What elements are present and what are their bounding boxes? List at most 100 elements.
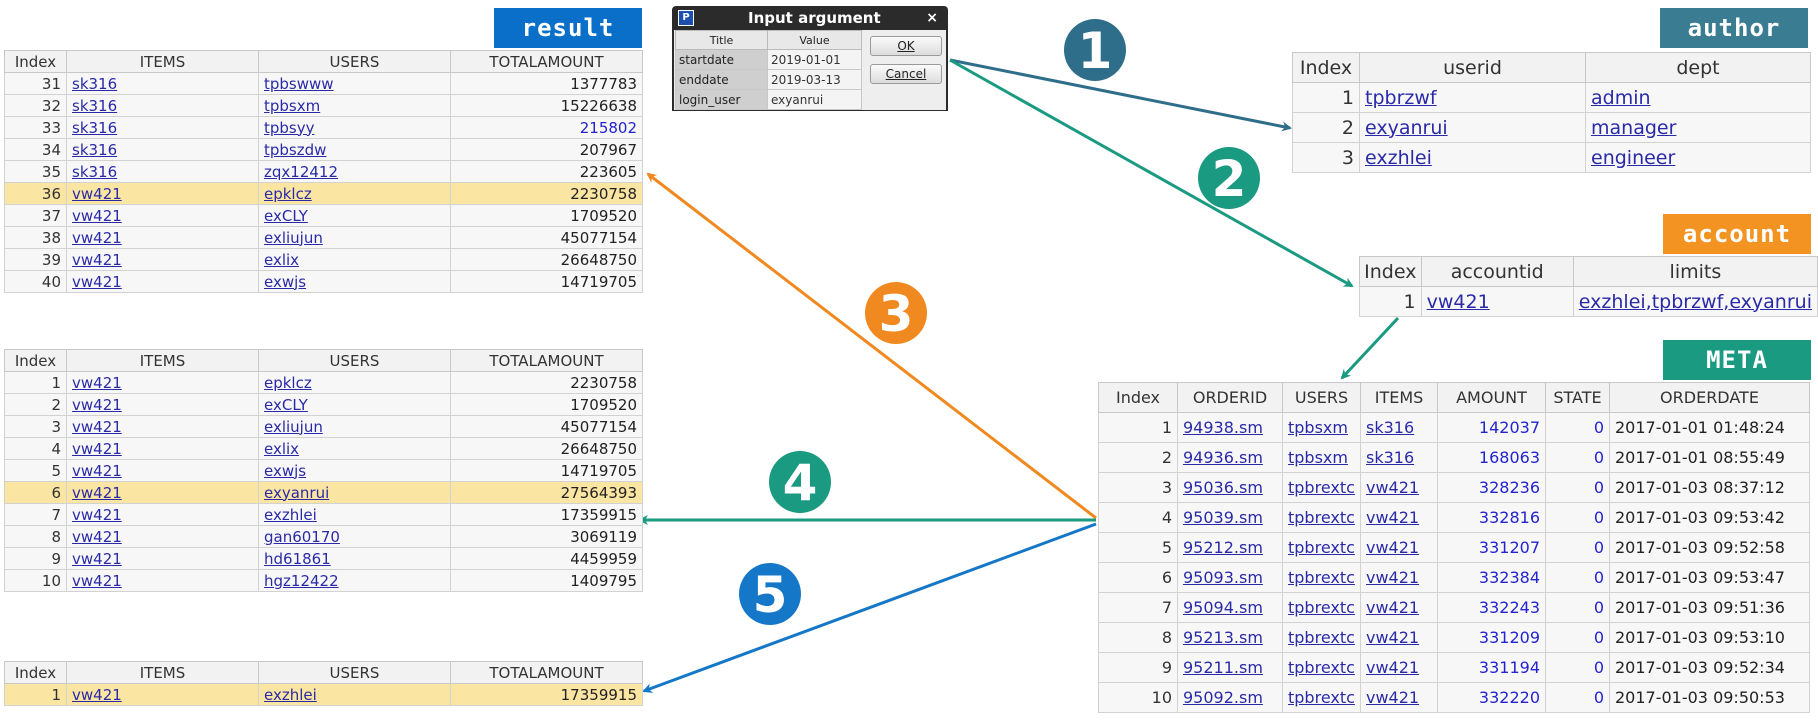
items-cell[interactable]: vw421 <box>66 683 259 706</box>
items-cell-link[interactable]: vw421 <box>72 527 122 546</box>
orderid-cell-link[interactable]: 95036.sm <box>1183 478 1263 497</box>
users-cell-link[interactable]: hd61861 <box>264 549 331 568</box>
users-cell[interactable]: tpbsxm <box>1282 442 1361 473</box>
items-cell-link[interactable]: vw421 <box>72 184 122 203</box>
userid-cell-link[interactable]: exzhlei <box>1365 146 1432 169</box>
items-cell-link[interactable]: sk316 <box>72 162 118 181</box>
users-cell-link[interactable]: tpbsxm <box>1288 418 1348 437</box>
users-cell[interactable]: gan60170 <box>258 525 451 548</box>
users-cell[interactable]: exCLY <box>258 204 451 227</box>
users-cell[interactable]: tpbrextc <box>1282 502 1361 533</box>
orderid-cell[interactable]: 95213.sm <box>1177 622 1283 653</box>
orderid-cell-link[interactable]: 94936.sm <box>1183 448 1263 467</box>
items-cell[interactable]: vw421 <box>66 503 259 526</box>
items-cell-link[interactable]: vw421 <box>72 206 122 225</box>
items-cell[interactable]: vw421 <box>66 270 259 293</box>
items-cell[interactable]: vw421 <box>66 415 259 438</box>
items-cell[interactable]: vw421 <box>1360 652 1438 683</box>
users-cell[interactable]: tpbszdw <box>258 138 451 161</box>
items-cell[interactable]: vw421 <box>66 371 259 394</box>
items-cell-link[interactable]: vw421 <box>72 505 122 524</box>
ok-button[interactable]: OK <box>870 36 942 56</box>
users-cell[interactable]: tpbrextc <box>1282 472 1361 503</box>
items-cell[interactable]: sk316 <box>66 72 259 95</box>
users-cell[interactable]: exwjs <box>258 459 451 482</box>
users-cell[interactable]: hd61861 <box>258 547 451 570</box>
items-cell[interactable]: vw421 <box>66 204 259 227</box>
orderid-cell[interactable]: 95036.sm <box>1177 472 1283 503</box>
items-cell-link[interactable]: vw421 <box>72 461 122 480</box>
accountid-cell[interactable]: vw421 <box>1420 286 1574 317</box>
orderid-cell-link[interactable]: 95213.sm <box>1183 628 1263 647</box>
userid-cell-link[interactable]: exyanrui <box>1365 116 1448 139</box>
users-cell-link[interactable]: exzhlei <box>264 505 317 524</box>
orderid-cell-link[interactable]: 95039.sm <box>1183 508 1263 527</box>
items-cell-link[interactable]: vw421 <box>1366 598 1420 617</box>
items-cell[interactable]: vw421 <box>1360 622 1438 653</box>
items-cell-link[interactable]: vw421 <box>72 549 122 568</box>
items-cell[interactable]: vw421 <box>1360 562 1438 593</box>
argument-row[interactable]: login_user exyanrui <box>675 89 862 110</box>
users-cell[interactable]: tpbrextc <box>1282 622 1361 653</box>
orderid-cell[interactable]: 95211.sm <box>1177 652 1283 683</box>
items-cell-link[interactable]: sk316 <box>1366 418 1415 437</box>
users-cell-link[interactable]: zqx12412 <box>264 162 338 181</box>
orderid-cell-link[interactable]: 95092.sm <box>1183 688 1263 707</box>
users-cell-link[interactable]: exliujun <box>264 417 323 436</box>
users-cell-link[interactable]: tpbsxm <box>1288 448 1348 467</box>
items-cell[interactable]: vw421 <box>66 182 259 205</box>
users-cell-link[interactable]: tpbrextc <box>1288 688 1355 707</box>
userid-cell[interactable]: tpbrzwf <box>1359 82 1586 113</box>
users-cell-link[interactable]: exliujun <box>264 228 323 247</box>
items-cell-link[interactable]: vw421 <box>72 685 122 704</box>
items-cell-link[interactable]: vw421 <box>1366 688 1420 707</box>
items-cell[interactable]: vw421 <box>66 226 259 249</box>
items-cell-link[interactable]: vw421 <box>72 373 122 392</box>
items-cell-link[interactable]: vw421 <box>72 417 122 436</box>
users-cell[interactable]: zqx12412 <box>258 160 451 183</box>
cancel-button[interactable]: Cancel <box>870 64 942 84</box>
users-cell[interactable]: hgz12422 <box>258 569 451 592</box>
users-cell[interactable]: tpbsxm <box>1282 412 1361 443</box>
users-cell-link[interactable]: exlix <box>264 439 300 458</box>
dept-cell-link[interactable]: admin <box>1591 86 1651 109</box>
limits-cell[interactable]: exzhlei,tpbrzwf,exyanrui <box>1572 286 1818 317</box>
users-cell[interactable]: exlix <box>258 437 451 460</box>
argument-row[interactable]: enddate 2019-03-13 <box>675 69 862 90</box>
users-cell-link[interactable]: tpbrextc <box>1288 628 1355 647</box>
users-cell[interactable]: tpbswww <box>258 72 451 95</box>
users-cell-link[interactable]: tpbsyy <box>264 118 315 137</box>
userid-cell[interactable]: exzhlei <box>1359 142 1586 173</box>
users-cell-link[interactable]: epklcz <box>264 184 312 203</box>
items-cell[interactable]: vw421 <box>1360 472 1438 503</box>
users-cell-link[interactable]: exzhlei <box>264 685 317 704</box>
items-cell-link[interactable]: vw421 <box>72 395 122 414</box>
users-cell[interactable]: tpbrextc <box>1282 592 1361 623</box>
items-cell-link[interactable]: sk316 <box>72 118 118 137</box>
orderid-cell-link[interactable]: 95212.sm <box>1183 538 1263 557</box>
users-cell[interactable]: tpbrextc <box>1282 682 1361 713</box>
users-cell-link[interactable]: tpbszdw <box>264 140 327 159</box>
